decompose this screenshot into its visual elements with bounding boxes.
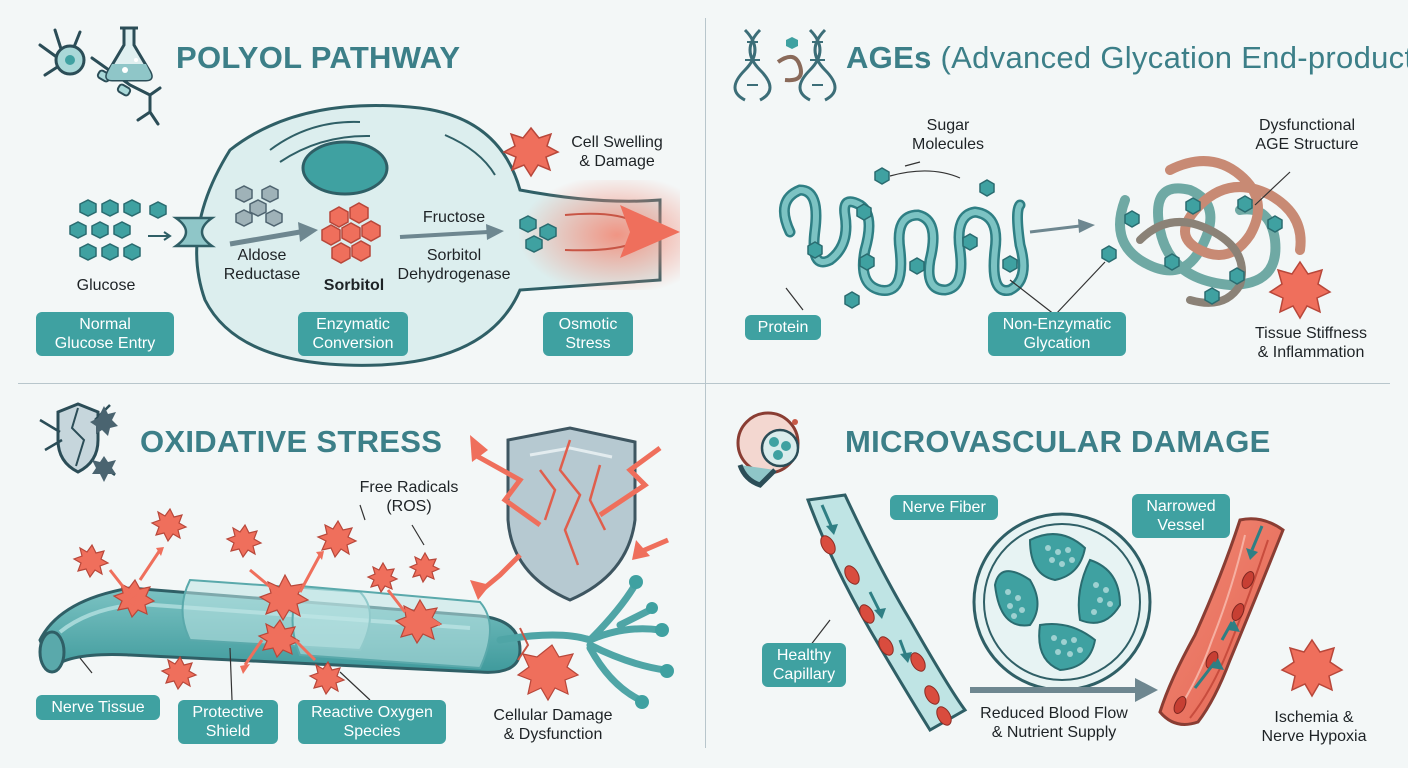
neuron-icon: [38, 28, 162, 126]
tag-protein: Protein: [745, 315, 821, 340]
reduced-blood-flow-label: Reduced Blood Flow& Nutrient Supply: [980, 705, 1128, 741]
tag-nerve-fiber: Nerve Fiber: [890, 495, 998, 520]
ros-arrows: [108, 549, 441, 666]
cellular-damage-label: Cellular Damage& Dysfunction: [493, 707, 613, 743]
glucose-label: Glucose: [76, 277, 136, 294]
sugar-molecules: [807, 167, 1018, 309]
sorbitol-cluster: [321, 202, 381, 264]
oxidative-title: OXIDATIVE STRESS: [140, 424, 443, 459]
vessel-icon: [736, 411, 800, 488]
tag-nerve-tissue: Nerve Tissue: [36, 695, 160, 720]
broken-shield-icon: [39, 402, 118, 482]
narrowed-vessel: [1158, 517, 1285, 726]
flask-icon: [105, 26, 153, 82]
ages-title: AGEs (Advanced Glycation End-products): [846, 40, 1408, 75]
ischemia-label: Ischemia &Nerve Hypoxia: [1261, 709, 1367, 745]
sorbitol-label: Sorbitol: [323, 277, 385, 294]
polyol-title: POLYOL PATHWAY: [176, 40, 461, 75]
tissue-stiffness-label: Tissue Stiffness& Inflammation: [1254, 325, 1368, 361]
dna-icon: [733, 28, 837, 102]
fructose-label: Fructose: [422, 209, 486, 226]
glucose-hexagons: [69, 199, 167, 261]
free-radicals-label: Free Radicals(ROS): [359, 479, 459, 515]
cell-swelling-label: Cell Swelling& Damage: [571, 134, 663, 170]
ros-bursts: [72, 507, 580, 702]
protective-shield-sleeve: [181, 578, 491, 670]
microvascular-title: MICROVASCULAR DAMAGE: [845, 424, 1271, 459]
horizontal-divider: [18, 383, 1390, 384]
